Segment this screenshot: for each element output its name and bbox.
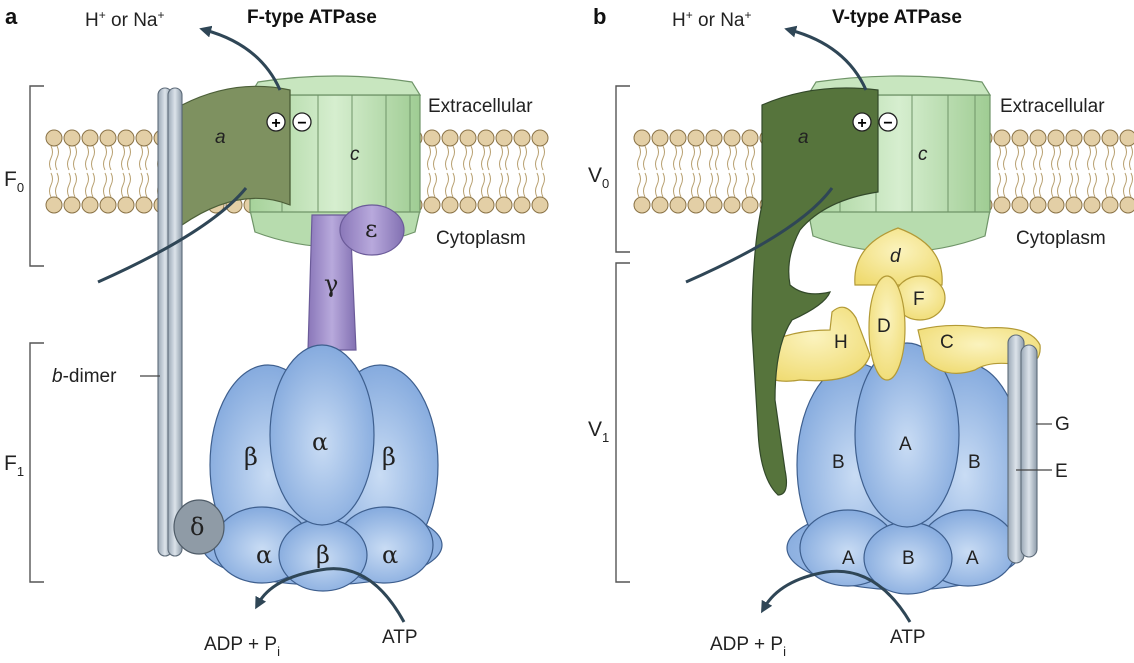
epsilon-label: ε: [365, 215, 377, 243]
A-bottom-left-label: A: [842, 548, 855, 569]
yellow-subunits: [756, 227, 1041, 382]
ion-label-b: H+ or Na+: [672, 8, 752, 31]
v1-bracket: [615, 262, 630, 583]
A-bottom-right-label: A: [966, 548, 979, 569]
gamma-label: γ: [324, 270, 338, 298]
c-ring-label-b: c: [918, 144, 928, 165]
svg-text:−: −: [297, 115, 306, 132]
B-right-label: B: [968, 452, 981, 473]
c-ring-label-a: c: [350, 144, 360, 165]
cytoplasm-label-b: Cytoplasm: [1016, 228, 1106, 249]
atp-arrow-b: [761, 569, 912, 623]
charges-b: + −: [852, 112, 898, 132]
b-dimer-label: b-dimer: [52, 366, 117, 387]
delta-subunit: [173, 499, 225, 555]
a-subunit-v: [751, 87, 879, 496]
h-subunit-label: H: [834, 332, 848, 353]
c-subunit-label: C: [940, 332, 954, 353]
v0-bracket: [615, 85, 630, 253]
v0-label: V0: [588, 164, 609, 191]
panel-b-letter: b: [593, 4, 606, 29]
extracellular-label-b: Extracellular: [1000, 96, 1105, 117]
beta-left-label: β: [244, 443, 258, 471]
extracellular-label-a: Extracellular: [428, 96, 533, 117]
alpha-top-label: α: [312, 428, 328, 456]
f-subunit-label: F: [913, 289, 925, 310]
atp-arrow-a: [255, 567, 406, 623]
ge-stator: [1007, 334, 1038, 564]
panel-a: F0 F1: [4, 4, 549, 659]
gamma-subunit: [307, 214, 357, 351]
adp-label-a: ADP + Pi: [204, 634, 280, 659]
ion-arrow-b: [685, 30, 868, 284]
f0-label: F0: [4, 168, 24, 195]
charges-a: + −: [266, 112, 312, 132]
d-subunit-label: d: [890, 246, 902, 267]
svg-text:+: +: [857, 115, 866, 132]
e-label: E: [1055, 461, 1068, 482]
epsilon-subunit: [339, 204, 405, 256]
ion-arrow-a: [97, 30, 282, 284]
panel-a-title: F-type ATPase: [247, 7, 377, 28]
f0-bracket: [29, 85, 44, 267]
a-subunit-label: a: [215, 127, 226, 148]
v1-label: V1: [588, 418, 609, 445]
f1-label: F1: [4, 452, 24, 479]
B-bottom-label: B: [902, 548, 915, 569]
atp-label-a: ATP: [382, 627, 418, 648]
cytoplasm-label-a: Cytoplasm: [436, 228, 526, 249]
atp-label-b: ATP: [890, 627, 926, 648]
panel-b: V0 V1: [588, 4, 1134, 659]
b-dimer-stator: [157, 87, 183, 557]
f1-bracket: [29, 342, 44, 583]
ion-label-a: H+ or Na+: [85, 8, 165, 31]
beta-right-label: β: [382, 443, 396, 471]
svg-text:−: −: [883, 115, 892, 132]
alpha-bottom-left-label: α: [256, 541, 272, 569]
delta-label: δ: [190, 513, 204, 541]
alpha-bottom-right-label: α: [382, 541, 398, 569]
a-subunit-v-label: a: [798, 127, 809, 148]
A-top-label: A: [899, 434, 912, 455]
subunit-d: [854, 227, 943, 286]
adp-label-b: ADP + Pi: [710, 634, 786, 659]
beta-bottom-label: β: [316, 541, 330, 569]
B-left-label: B: [832, 452, 845, 473]
g-label: G: [1055, 414, 1070, 435]
panel-b-title: V-type ATPase: [832, 7, 962, 28]
panel-a-letter: a: [5, 4, 18, 29]
subunit-D: [868, 275, 906, 381]
D-subunit-label: D: [877, 316, 891, 337]
svg-text:+: +: [271, 115, 280, 132]
a3-b3-head: [786, 342, 1024, 595]
